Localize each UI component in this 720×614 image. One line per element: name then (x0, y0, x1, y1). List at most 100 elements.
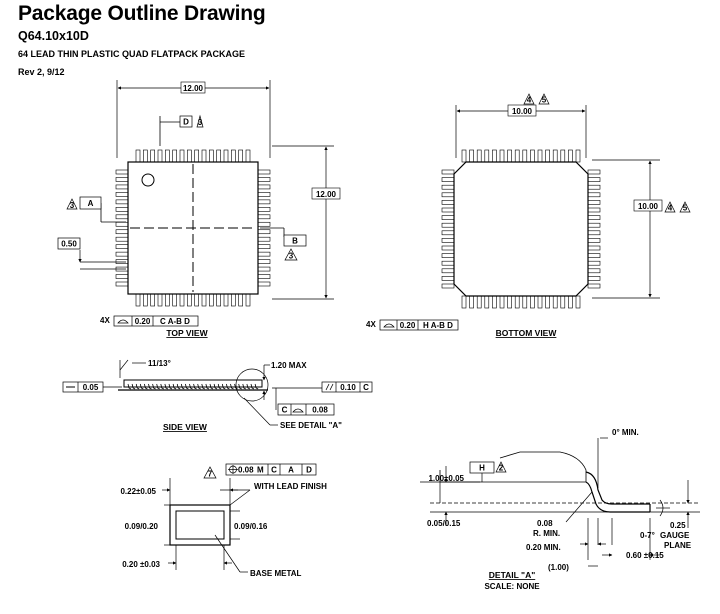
side-view-body (123, 379, 263, 388)
lead-pin (568, 149, 573, 163)
lead-pin (257, 266, 271, 272)
page-title: Package Outline Drawing (18, 2, 266, 25)
lead-pin (587, 192, 601, 198)
side-lead (193, 383, 197, 390)
lead-pin (587, 200, 601, 205)
lead-pin (469, 295, 474, 309)
detail-foot-len: 0.60 ±0.15 (626, 551, 664, 560)
lead-pin (115, 244, 129, 249)
lead-pin (587, 230, 601, 236)
detail-angle-min: 0° MIN. (612, 428, 639, 437)
side-lead (152, 383, 156, 390)
side-lead (213, 383, 218, 390)
datum-b-box (283, 234, 307, 247)
side-lead (127, 383, 132, 390)
lead-pin (172, 293, 177, 307)
dim-box (633, 199, 663, 212)
detail-standoff: 1.00±0.05 (428, 474, 464, 483)
detail-min-len: 0.20 MIN. (526, 543, 561, 552)
lead-pin (441, 283, 455, 289)
lead-pin (201, 149, 207, 163)
surface-profile-icon (292, 408, 304, 413)
detail-datum-h: H (479, 464, 485, 473)
side-lead (254, 383, 259, 390)
side-lead (160, 383, 164, 390)
note-triangle (664, 201, 676, 213)
side-parallel-ref: C (363, 383, 369, 392)
flatness-frame (62, 381, 104, 393)
lead-pin (552, 149, 558, 163)
side-lead (139, 383, 144, 390)
lead-pin (223, 293, 229, 307)
side-datum-c: C (282, 406, 288, 415)
lead-pin (115, 177, 129, 182)
lead-pin (560, 295, 566, 309)
package-description: 64 LEAD THIN PLASTIC QUAD FLATPACK PACKA… (18, 49, 246, 59)
bottom-fcf-ref: H A-B D (423, 321, 453, 330)
lead-pin (441, 238, 455, 243)
lead-pin (194, 149, 199, 163)
lead-pin (441, 222, 455, 228)
lead-pin (257, 244, 271, 249)
lead-pin (115, 236, 129, 242)
side-flatness: 0.05 (83, 383, 99, 392)
lead-pin (537, 295, 543, 309)
lead-pin (216, 293, 221, 307)
lead-pin (135, 293, 141, 307)
detail-a-view (420, 437, 700, 567)
with-lead-finish: WITH LEAD FINISH (254, 482, 327, 491)
lead-pin (537, 149, 543, 163)
side-lead (148, 383, 152, 390)
detail-a-label: DETAIL "A" (489, 570, 535, 580)
datum-d: D (183, 118, 189, 127)
lead-pin (441, 253, 455, 258)
lead-note-7: 7 (208, 470, 213, 479)
detail-lead-lower (585, 481, 650, 513)
side-lead (230, 383, 234, 390)
lead-pin (257, 251, 271, 257)
lead-pin (441, 260, 455, 266)
lead-pin (115, 214, 129, 220)
bottom-note-5: 5 (542, 96, 547, 105)
lead-pin (231, 149, 236, 163)
lead-pin (257, 281, 271, 287)
bottom-view (441, 105, 660, 309)
side-lead (180, 383, 185, 390)
lead-pin (484, 295, 490, 309)
note-triangle (203, 466, 217, 479)
lead-pin (560, 149, 566, 163)
dim-box (311, 187, 341, 200)
top-view-body (127, 161, 259, 295)
lead-pin (476, 149, 482, 163)
lead-pin (257, 229, 271, 235)
lead-pin (231, 293, 236, 307)
parallel-icon (325, 383, 330, 391)
lead-outer-height: 0.09/0.20 (125, 522, 159, 531)
lead-pin (441, 169, 455, 175)
lead-pin (587, 238, 601, 243)
lead-pin (476, 295, 482, 309)
note-triangle (679, 201, 691, 213)
top-fcf-count: 4X (100, 316, 110, 325)
bottom-view-label: BOTTOM VIEW (496, 328, 558, 338)
bottom-fcf-tol: 0.20 (400, 321, 416, 330)
base-metal: BASE METAL (250, 569, 302, 578)
lead-pin (257, 259, 271, 264)
lead-pin (179, 149, 185, 163)
lead-fcf-ref-d: D (306, 466, 312, 475)
lead-pin (492, 295, 497, 309)
lead-pin (587, 177, 601, 182)
lead-pin (257, 177, 271, 182)
lead-pin (115, 274, 129, 279)
lead-pin (587, 260, 601, 266)
side-view-leads (127, 383, 259, 390)
bottom-fcf-count: 4X (366, 320, 376, 329)
bottom-note-5-side: 5 (683, 204, 688, 213)
lead-pin (257, 199, 271, 205)
side-lead (189, 383, 193, 390)
detail-scale: SCALE: NONE (484, 582, 540, 591)
lead-pin (441, 276, 455, 281)
lead-pin (194, 293, 199, 307)
side-view-label: SIDE VIEW (163, 422, 208, 432)
